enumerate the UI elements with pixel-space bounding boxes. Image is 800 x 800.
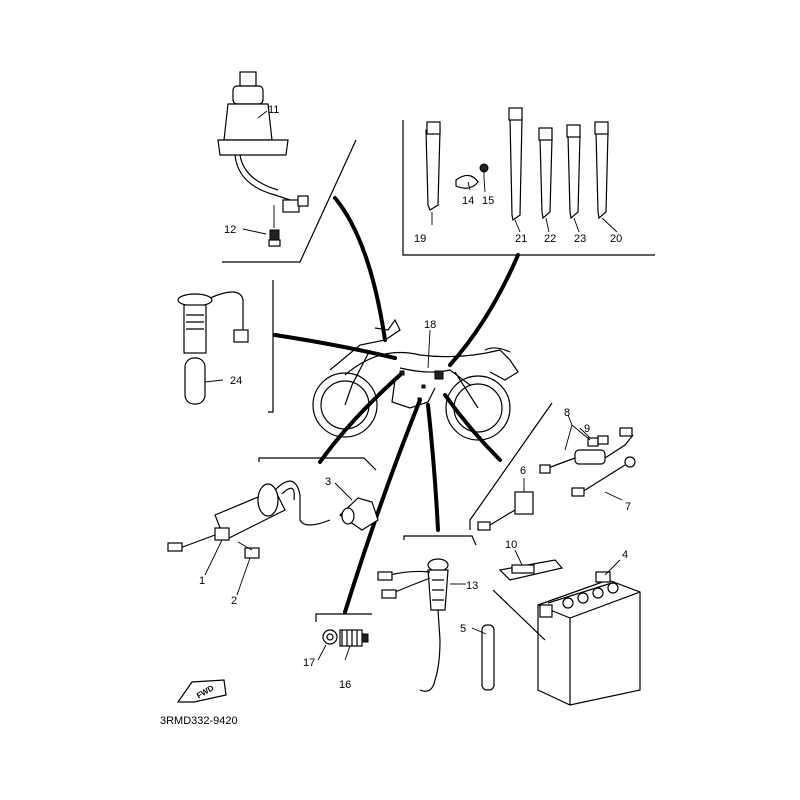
pressure-switch-part: [322, 629, 369, 647]
callout-1: 1: [199, 575, 205, 587]
callout-9: 9: [584, 423, 590, 435]
callout-4: 4: [622, 549, 628, 561]
callout-14: 14: [462, 195, 474, 207]
battery-part: [481, 559, 641, 706]
callout-15: 15: [482, 195, 494, 207]
callout-20: 20: [610, 233, 622, 245]
main-switch-part: [217, 71, 309, 247]
callout-12: 12: [224, 224, 236, 236]
callout-8: 8: [564, 407, 570, 419]
callout-16: 16: [339, 679, 351, 691]
callout-13: 13: [466, 580, 478, 592]
callout-24: 24: [230, 375, 242, 387]
ignition-coil-part: [167, 480, 379, 559]
neutral-switch-part: [377, 558, 449, 692]
callout-5: 5: [460, 623, 466, 635]
callout-19: 19: [414, 233, 426, 245]
group-brackets: [222, 120, 655, 622]
callout-10: 10: [505, 539, 517, 551]
callout-7: 7: [625, 501, 631, 513]
callout-3: 3: [325, 476, 331, 488]
sender-unit-part: [177, 291, 249, 405]
callout-11: 11: [268, 104, 279, 116]
motorcycle-outline: [312, 318, 519, 441]
callout-6: 6: [520, 465, 526, 477]
callout-22: 22: [544, 233, 556, 245]
fwd-arrow-icon: FWD: [176, 679, 227, 703]
group-connector-lines: [273, 196, 520, 614]
callout-18: 18: [424, 319, 436, 331]
callout-leaders: [204, 110, 623, 661]
callout-2: 2: [231, 595, 237, 607]
cable-bands-part: [425, 107, 609, 222]
drawing-code: 3RMD332-9420: [160, 715, 238, 727]
diode-relay-part: [477, 424, 636, 531]
callout-23: 23: [574, 233, 586, 245]
callout-17: 17: [303, 657, 315, 669]
callout-21: 21: [515, 233, 527, 245]
